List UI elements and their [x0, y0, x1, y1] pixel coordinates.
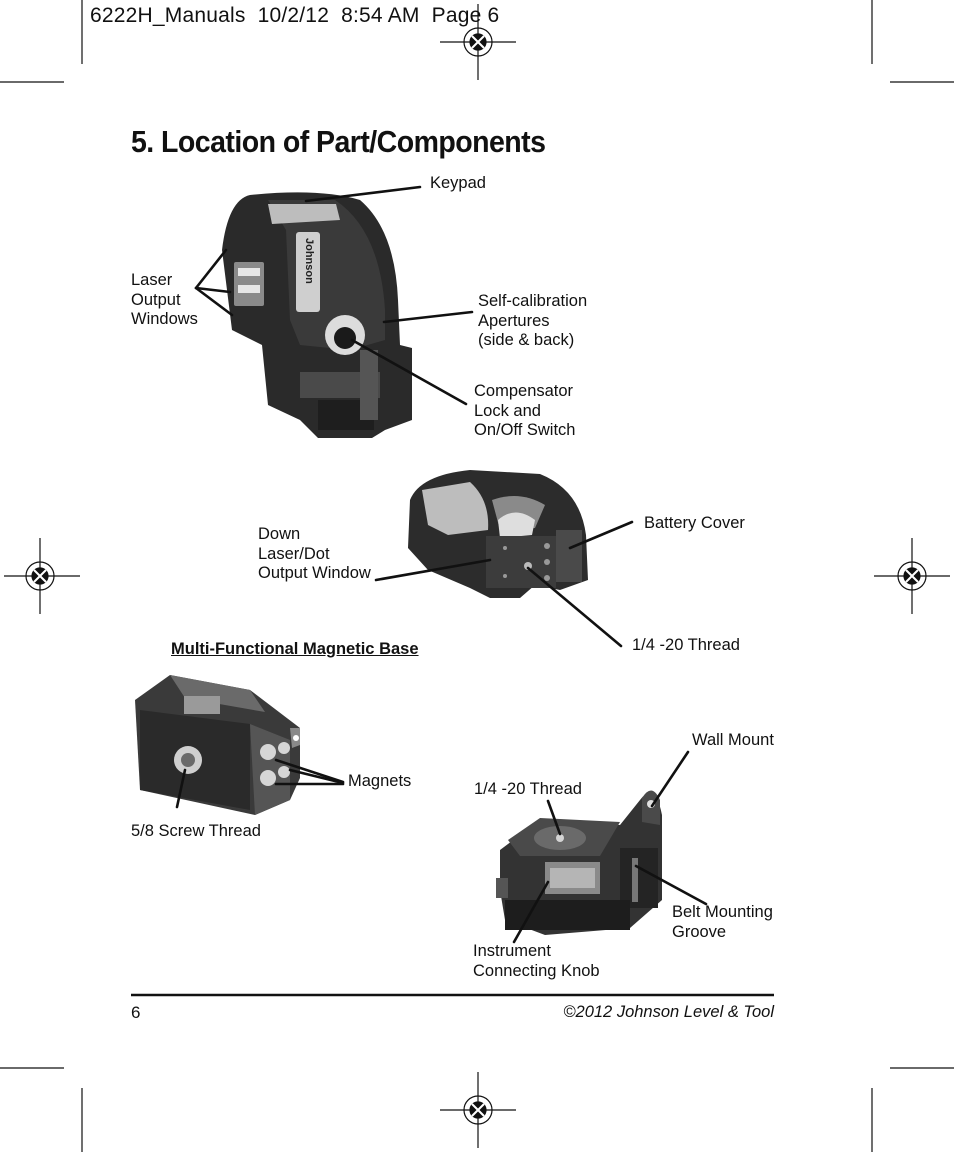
- registration-mark-top: [440, 4, 516, 80]
- copyright: ©2012 Johnson Level & Tool: [563, 1003, 774, 1021]
- label-belt-mounting-groove: Belt Mounting Groove: [672, 903, 773, 941]
- magnetic-base-front-image: [496, 790, 662, 935]
- label-thread-base: 1/4 -20 Thread: [474, 780, 582, 798]
- laser-level-bottom-image: [408, 470, 588, 598]
- leader-lines: [175, 185, 708, 944]
- product-logo: Johnson: [303, 238, 315, 284]
- laser-level-front-image: Johnson: [222, 192, 412, 438]
- label-wall-mount: Wall Mount: [692, 731, 774, 749]
- page-title: 5. Location of Part/Components: [131, 124, 546, 159]
- label-keypad: Keypad: [430, 174, 486, 192]
- label-self-calibration-apertures: Self-calibration Apertures (side & back): [478, 292, 588, 349]
- label-magnets: Magnets: [348, 772, 412, 790]
- label-thread-top: 1/4 -20 Thread: [632, 636, 740, 654]
- label-compensator-lock: Compensator Lock and On/Off Switch: [474, 382, 576, 439]
- registration-mark-right: [874, 538, 950, 614]
- page-number: 6: [131, 1003, 141, 1022]
- label-down-laser-window: Down Laser/Dot Output Window: [258, 525, 371, 582]
- magnetic-base-side-image: [135, 675, 300, 815]
- label-laser-output-windows: Laser Output Windows: [131, 271, 198, 328]
- registration-mark-bottom: [440, 1072, 516, 1148]
- registration-mark-left: [4, 538, 80, 614]
- label-battery-cover: Battery Cover: [644, 514, 745, 532]
- label-instrument-connecting-knob: Instrument Connecting Knob: [473, 942, 600, 980]
- print-slug: 6222H_Manuals 10/2/12 8:54 AM Page 6: [90, 4, 500, 27]
- magnetic-base-heading: Multi-Functional Magnetic Base: [171, 640, 419, 658]
- label-screw-thread: 5/8 Screw Thread: [131, 822, 261, 840]
